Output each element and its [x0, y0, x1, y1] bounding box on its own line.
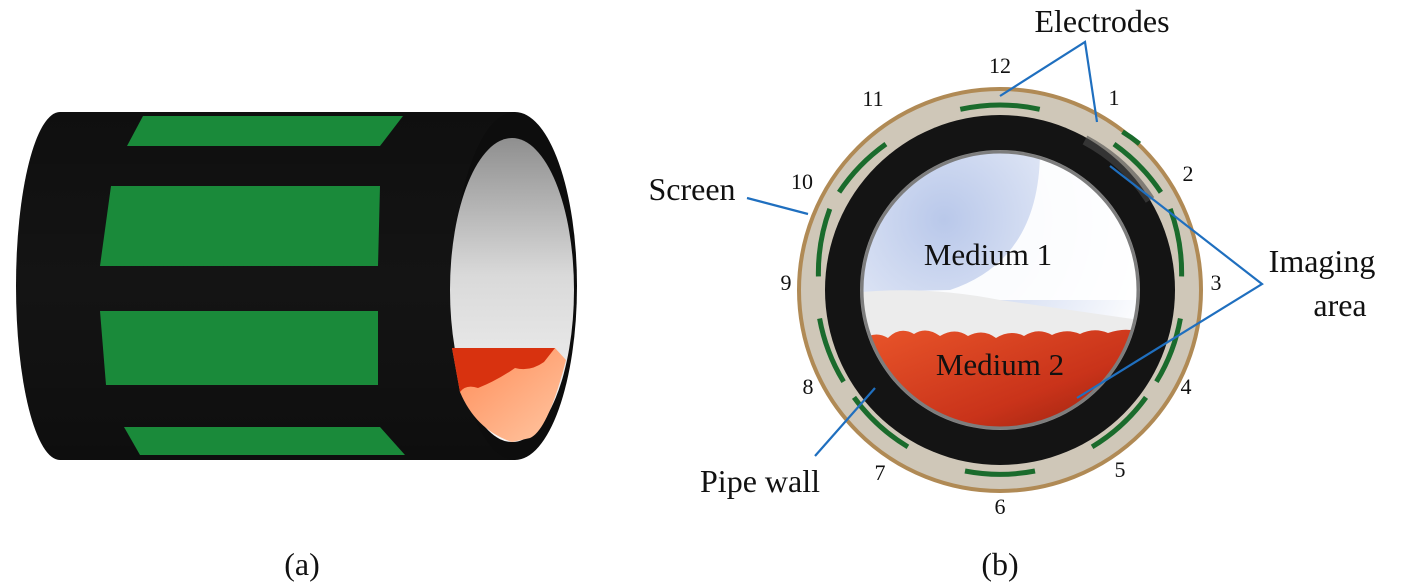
- electrode-strip: [127, 116, 403, 146]
- liquid-front: [452, 348, 555, 392]
- electrode-number: 3: [1211, 270, 1222, 295]
- pipe-wall-label: Pipe wall: [700, 463, 820, 499]
- electrodes-leader: [999, 40, 1099, 123]
- electrode-number: 8: [803, 374, 814, 399]
- electrode-arc: [964, 468, 1036, 477]
- electrode-number: 11: [862, 86, 883, 111]
- electrode-arc: [1154, 318, 1183, 383]
- leader-lines: [746, 40, 1264, 457]
- inner-circle-outline: [860, 150, 1140, 430]
- electrode-strips: [100, 116, 405, 455]
- pipe-wall-leader: [814, 387, 876, 457]
- electrode-arc: [1090, 395, 1149, 450]
- electrode-arc: [851, 395, 910, 450]
- screen-label: Screen: [648, 171, 735, 207]
- medium-1-label: Medium 1: [924, 237, 1052, 272]
- electrode-number: 7: [875, 460, 886, 485]
- electrode-arcs: [815, 102, 1185, 477]
- panel-a-pipe: [16, 112, 577, 460]
- panel-b-cross-section: [797, 87, 1203, 493]
- imaging-area-leader: [1076, 165, 1264, 399]
- screen-leader: [746, 196, 809, 216]
- electrode-number: 10: [791, 169, 813, 194]
- electrode-number: 2: [1183, 161, 1194, 186]
- electrode-arc: [815, 208, 833, 277]
- electrode-number: 1: [1109, 85, 1120, 110]
- electrode-number: 12: [989, 53, 1011, 78]
- electrode-arc: [1112, 142, 1163, 194]
- electrode-strip: [100, 311, 378, 385]
- caption-b: (b): [981, 546, 1018, 582]
- electrode-arc: [837, 142, 888, 194]
- pipe-body-shade: [16, 112, 515, 460]
- electrode-numbers: 1 2 3 4 5 6 7 8 9 10 11 12: [781, 53, 1222, 519]
- electrode-strip: [100, 186, 380, 266]
- medium-1-highlight: [862, 152, 1138, 300]
- caption-a: (a): [284, 546, 320, 582]
- medium-2-label: Medium 2: [936, 347, 1064, 382]
- electrode-number: 5: [1115, 457, 1126, 482]
- electrode-strip: [124, 427, 405, 455]
- electrode-number: 6: [995, 494, 1006, 519]
- electrode-number: 9: [781, 270, 792, 295]
- electrode-arc: [959, 102, 1041, 112]
- imaging-area-label-line2: area: [1313, 287, 1366, 323]
- electrode-number: 4: [1181, 374, 1192, 399]
- electrode-arc: [817, 318, 846, 383]
- interface-shade: [862, 290, 1138, 340]
- electrodes-label: Electrodes: [1034, 3, 1169, 39]
- electrode-arc: [1121, 129, 1142, 146]
- imaging-area-label-line1: Imaging: [1269, 243, 1376, 279]
